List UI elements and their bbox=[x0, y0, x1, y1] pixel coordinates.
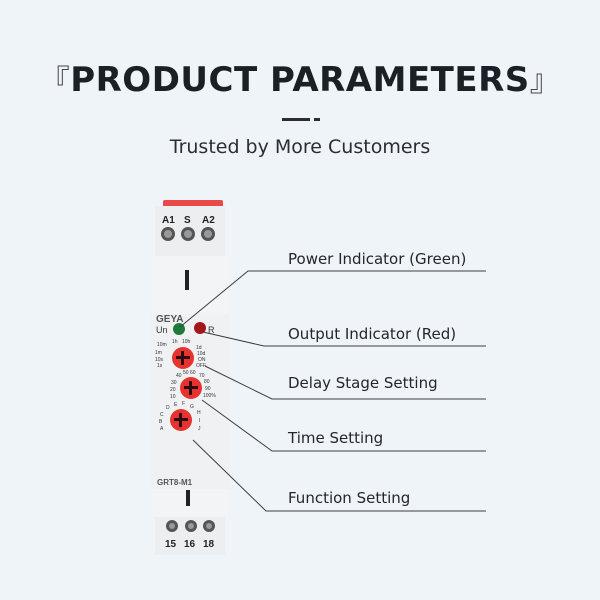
divider-dot bbox=[314, 118, 320, 121]
svg-text:18: 18 bbox=[203, 539, 215, 550]
callout-delay-stage: Delay Stage Setting bbox=[288, 374, 438, 392]
svg-text:F: F bbox=[182, 401, 185, 407]
svg-text:60: 60 bbox=[190, 370, 196, 376]
svg-text:15: 15 bbox=[165, 539, 177, 550]
svg-text:100%: 100% bbox=[203, 393, 216, 399]
svg-text:A: A bbox=[160, 426, 164, 432]
svg-text:10: 10 bbox=[170, 394, 176, 400]
svg-text:E: E bbox=[174, 402, 178, 408]
svg-text:70: 70 bbox=[199, 373, 205, 379]
svg-text:G: G bbox=[190, 404, 194, 410]
svg-text:H: H bbox=[197, 410, 201, 416]
svg-text:20: 20 bbox=[170, 387, 176, 393]
svg-text:50: 50 bbox=[183, 370, 189, 376]
callout-power-indicator: Power Indicator (Green) bbox=[288, 250, 467, 268]
svg-text:90: 90 bbox=[205, 386, 211, 392]
svg-text:1m: 1m bbox=[155, 350, 162, 356]
callout-output-indicator: Output Indicator (Red) bbox=[288, 325, 457, 343]
svg-text:GEYA: GEYA bbox=[156, 314, 183, 325]
bracket-close: 』 bbox=[529, 64, 561, 99]
title-heading: 『PRODUCT PARAMETERS』 bbox=[0, 56, 600, 100]
svg-text:1h: 1h bbox=[172, 339, 178, 345]
svg-text:A1: A1 bbox=[162, 215, 175, 226]
svg-text:1d: 1d bbox=[196, 345, 202, 351]
svg-text:GRT8-M1: GRT8-M1 bbox=[157, 478, 193, 487]
svg-text:30: 30 bbox=[171, 380, 177, 386]
svg-text:10h: 10h bbox=[182, 339, 191, 345]
svg-text:R: R bbox=[208, 325, 215, 335]
bracket-open: 『 bbox=[39, 64, 71, 99]
svg-text:S: S bbox=[184, 215, 191, 226]
callout-function-setting: Function Setting bbox=[288, 489, 411, 507]
svg-text:1s: 1s bbox=[157, 363, 163, 369]
svg-text:80: 80 bbox=[204, 379, 210, 385]
svg-text:I: I bbox=[199, 418, 200, 424]
svg-text:40: 40 bbox=[176, 373, 182, 379]
callout-time-setting: Time Setting bbox=[288, 429, 384, 447]
svg-text:A2: A2 bbox=[202, 215, 215, 226]
divider-dash bbox=[282, 118, 310, 121]
svg-text:B: B bbox=[159, 419, 163, 425]
svg-text:10s: 10s bbox=[155, 357, 164, 363]
svg-text:C: C bbox=[160, 412, 164, 418]
svg-text:J: J bbox=[198, 426, 201, 432]
svg-text:10d: 10d bbox=[197, 351, 206, 357]
svg-text:16: 16 bbox=[184, 539, 196, 550]
title-text: PRODUCT PARAMETERS bbox=[70, 60, 530, 100]
svg-text:ON: ON bbox=[198, 357, 206, 363]
svg-text:Un: Un bbox=[156, 325, 168, 335]
svg-text:OFF: OFF bbox=[196, 363, 206, 369]
svg-text:D: D bbox=[166, 405, 170, 411]
svg-text:10m: 10m bbox=[157, 342, 167, 348]
subtitle: Trusted by More Customers bbox=[169, 136, 431, 158]
